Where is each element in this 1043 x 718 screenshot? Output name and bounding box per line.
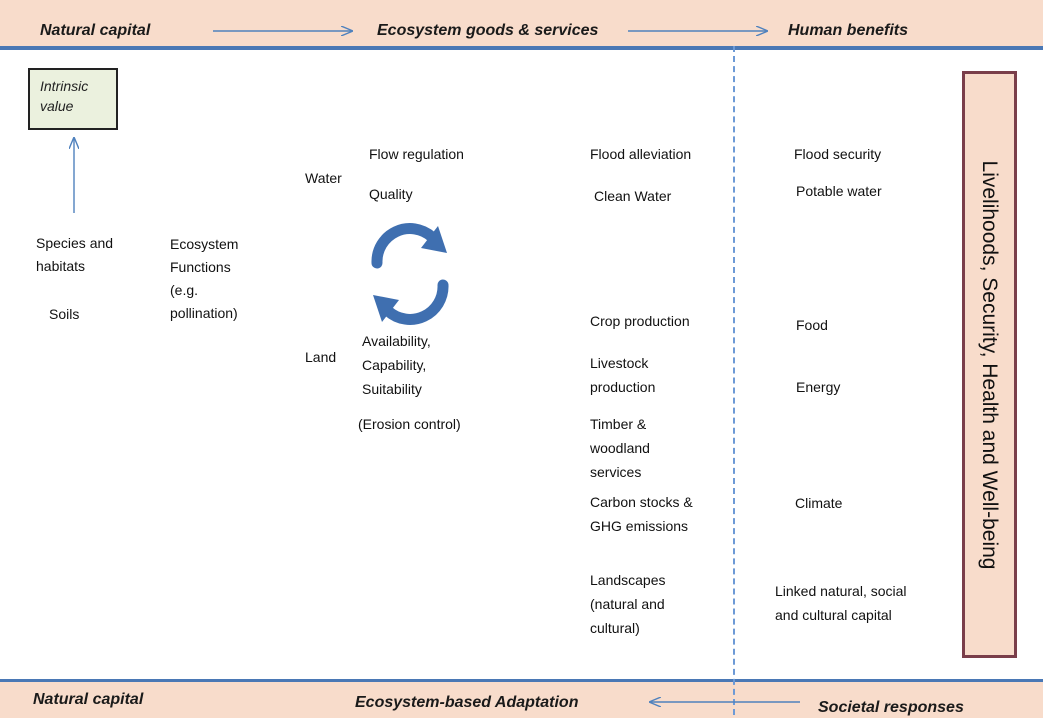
timber-line-1: Timber & xyxy=(590,416,647,432)
clean-water-label: Clean Water xyxy=(594,188,672,204)
soils-label: Soils xyxy=(49,306,80,322)
timber-line-3: services xyxy=(590,464,642,480)
carbon-line-2: GHG emissions xyxy=(590,518,689,534)
crop-production-label: Crop production xyxy=(590,313,690,329)
capability-label: Capability, xyxy=(362,357,427,373)
land-label: Land xyxy=(305,349,337,365)
top-natural-capital-label: Natural capital xyxy=(40,22,151,39)
landscapes-line-2: (natural and xyxy=(590,596,665,612)
cycle-arrows-icon xyxy=(371,223,449,325)
climate-label: Climate xyxy=(795,495,843,511)
intrinsic-line-2: value xyxy=(40,98,74,114)
flow-regulation-label: Flow regulation xyxy=(369,146,464,162)
top-ecosystem-goods-label: Ecosystem goods & services xyxy=(377,22,599,39)
bottom-natural-capital-label: Natural capital xyxy=(33,691,144,708)
flood-alleviation-label: Flood alleviation xyxy=(590,146,692,162)
functions-line-4: pollination) xyxy=(170,305,238,321)
functions-line-1: Ecosystem xyxy=(170,236,239,252)
top-human-benefits-label: Human benefits xyxy=(788,22,909,39)
suitability-label: Suitability xyxy=(362,381,422,397)
availability-label: Availability, xyxy=(362,333,431,349)
species-line-2: habitats xyxy=(36,258,86,274)
timber-line-2: woodland xyxy=(590,440,650,456)
flood-security-label: Flood security xyxy=(794,146,882,162)
intrinsic-value-box: Intrinsic value xyxy=(28,68,118,130)
linked-capital-line-2: and cultural capital xyxy=(775,607,892,623)
functions-line-2: Functions xyxy=(170,259,231,275)
livestock-line-1: Livestock xyxy=(590,355,649,371)
dashed-divider xyxy=(733,46,735,715)
bottom-societal-responses-label: Societal responses xyxy=(818,699,964,716)
quality-label: Quality xyxy=(369,186,413,202)
intrinsic-line-1: Intrinsic xyxy=(40,78,89,94)
functions-line-3: (e.g. xyxy=(170,282,199,298)
water-label: Water xyxy=(305,170,342,186)
food-label: Food xyxy=(796,317,828,333)
landscapes-line-3: cultural) xyxy=(590,620,640,636)
species-line-1: Species and xyxy=(36,235,114,251)
energy-label: Energy xyxy=(796,379,841,395)
erosion-control-label: (Erosion control) xyxy=(358,416,461,432)
carbon-line-1: Carbon stocks & xyxy=(590,494,693,510)
wellbeing-outcome-box xyxy=(962,71,1017,658)
top-header-band: Natural capital Ecosystem goods & servic… xyxy=(0,0,1043,50)
livestock-line-2: production xyxy=(590,379,656,395)
potable-water-label: Potable water xyxy=(796,183,882,199)
bottom-footer-band: Natural capital Ecosystem-based Adaptati… xyxy=(0,679,1043,718)
linked-capital-line-1: Linked natural, social xyxy=(775,583,907,599)
bottom-eba-label: Ecosystem-based Adaptation xyxy=(355,694,579,711)
landscapes-line-1: Landscapes xyxy=(590,572,666,588)
